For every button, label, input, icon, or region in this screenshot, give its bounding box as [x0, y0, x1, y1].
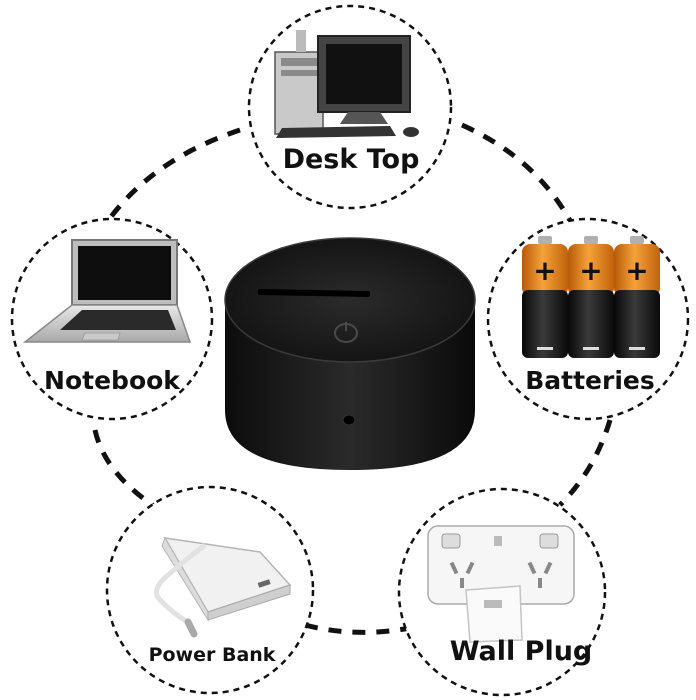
wallplug-label: Wall Plug: [449, 636, 593, 667]
powerbank-label: Power Bank: [148, 644, 276, 666]
batteries-label: Batteries: [525, 366, 655, 395]
wall-plug-icon: [427, 525, 575, 643]
battery-icon: + + +: [522, 236, 660, 358]
desktop-label: Desk Top: [282, 144, 420, 175]
power-bank-icon: [153, 536, 292, 638]
usb-port: [342, 414, 356, 426]
battery-plus-symbol: +: [579, 254, 602, 287]
dashed-connector-ring: [92, 122, 613, 635]
led-base-product: [224, 237, 476, 470]
power-button-icon: [334, 322, 358, 343]
battery-plus-symbol: +: [533, 254, 556, 287]
desktop-computer-icon: [274, 30, 419, 138]
laptop-icon: [22, 239, 192, 343]
notebook-label: Notebook: [44, 366, 180, 395]
battery-plus-symbol: +: [625, 254, 648, 287]
